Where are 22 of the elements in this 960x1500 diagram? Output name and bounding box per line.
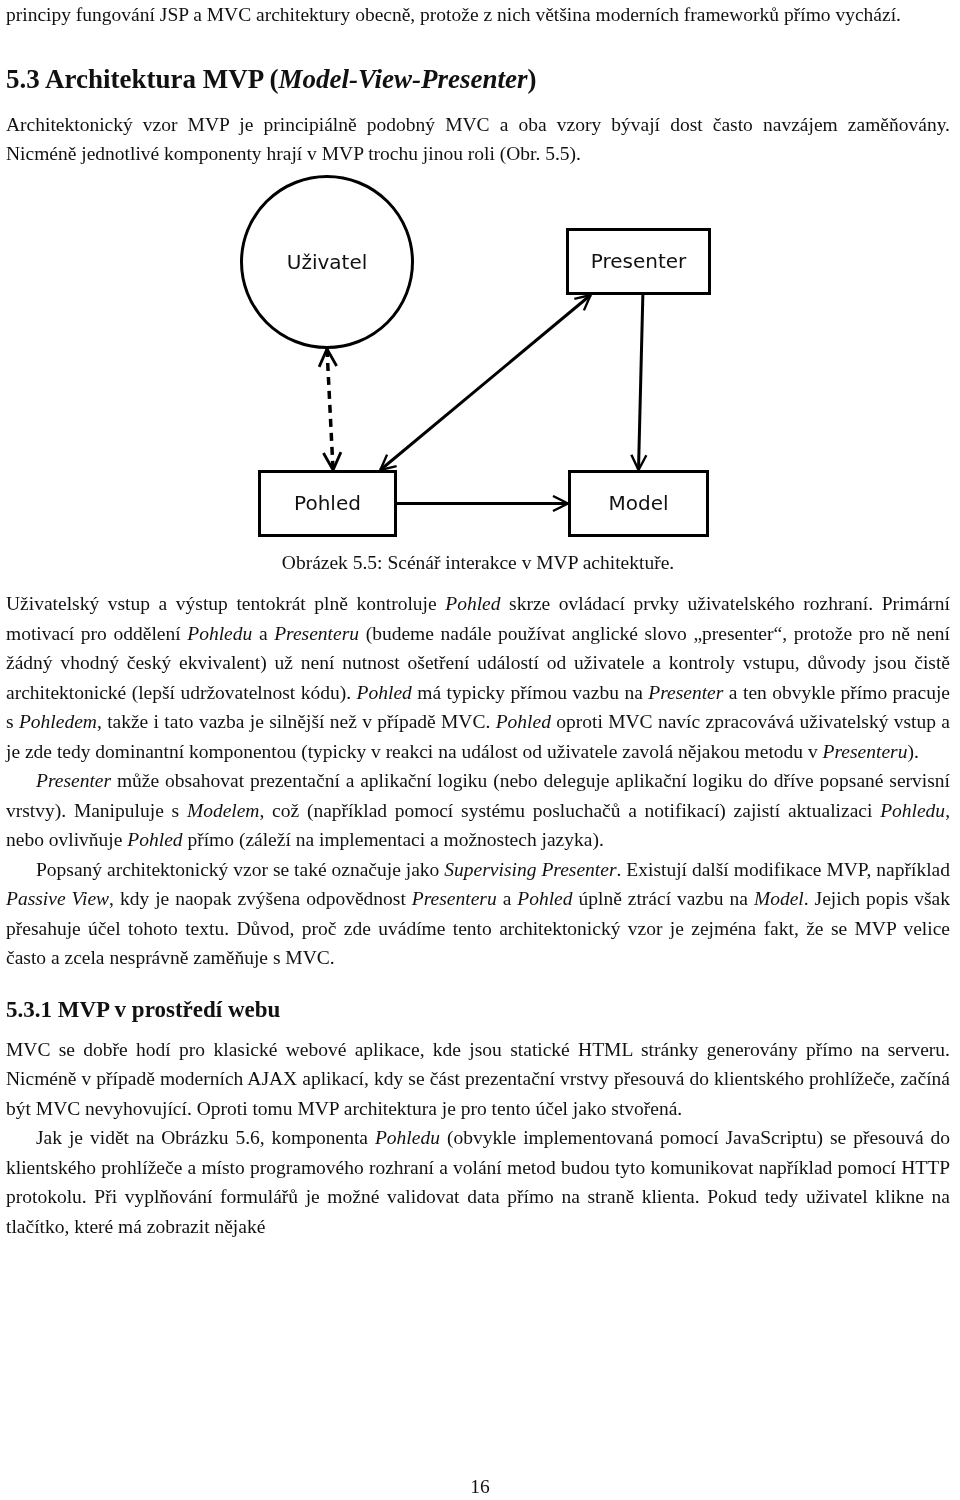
page-number: 16 bbox=[469, 1476, 491, 1498]
paragraph: Popsaný architektonický vzor se také označuje jako Supervising Presenter. Existují další modifikace MVP, například Passive View, kdy je naopak zvýšena odpovědnost Presenteru a Pohled úplně ztrácí vazbu na Model. Jejich popis však přesahuje účel tohoto textu. Důvod, proč zde uvádíme tento architektonický vzor je zejména fakt, že se MVP velice často a zcela nesprávně zaměňuje s MVC. bbox=[6, 857, 950, 970]
component-box bbox=[568, 469, 709, 537]
paragraph: Architektonický vzor MVP je principiálně podobný MVC a oba vzory bývají dost často navzájem zaměňovány. Nicméně jednotlivé komponenty hrají v MVP trochu jinou roli (Obr. 5.5). bbox=[6, 112, 950, 166]
paragraph: Jak je vidět na Obrázku 5.6, komponenta Pohledu (obvykle implementovaná pomocí JavaScriptu) se přesouvá do klientského prohlížeče a místo programového rozhraní a volání metod budou tyto komunikovat například pomocí HTTP protokolu. Při vyplňování formulářů je možné validovat data přímo na straně klienta. Pokud tedy uživatel klikne na tlačítko, které má zobrazit nějaké bbox=[6, 1126, 950, 1239]
arrow bbox=[397, 494, 570, 512]
component-box bbox=[566, 227, 711, 295]
arrow bbox=[317, 347, 343, 471]
node-label: Presenter bbox=[590, 249, 687, 273]
component-box bbox=[258, 469, 397, 537]
paragraph: Uživatelský vstup a výstup tentokrát plně kontroluje Pohled skrze ovládací prvky uživatelského rozhraní. Primární motivací pro oddělení Pohledu a Presenteru (budeme nadále používat anglické slovo „presenter“, protože pro ně není žádný vhodný český ekvivalent) už není nutnost ošetření událostí od uživatele a kontroly vstupu, důvody jsou čistě architektonické (lepší udržovatelnost kódu). Pohled má typicky přímou vazbu na Presenter a ten obvykle přímo pracuje s Pohledem, takže i tato vazba je silnější než v případě MVC. Pohled oproti MVC navíc zpracovává uživatelský vstup a je zde tedy dominantní komponentou (typicky v reakci na událost od uživatele zavolá nějakou metodu v Presenteru). bbox=[6, 592, 950, 764]
node-label: Uživatel bbox=[286, 249, 368, 274]
figure-caption: Obrázek 5.5: Scénář interakce v MVP achitektuře. bbox=[280, 550, 676, 575]
node-label: Model bbox=[608, 491, 669, 515]
section-heading: 5.3 Architektura MVP (Model-View-Presenter) bbox=[6, 62, 538, 96]
arrow bbox=[379, 293, 592, 471]
subsection-heading: 5.3.1 MVP v prostředí webu bbox=[6, 995, 282, 1024]
paragraph: Presenter může obsahovat prezentační a aplikační logiku (nebo deleguje aplikační logiku do dříve popsané servisní vrstvy). Manipuluje s Modelem, což (například pomocí systému posluchačů a notifikací) zajistí aktualizaci Pohledu, nebo ovlivňuje Pohled přímo (záleží na implementaci a možnostech jazyka). bbox=[6, 769, 950, 852]
arrow bbox=[630, 294, 648, 471]
paragraph: principy fungování JSP a MVC architektury obecně, protože z nich většina moderních frameworků přímo vychází. bbox=[6, 3, 902, 27]
paragraph: MVC se dobře hodí pro klasické webové aplikace, kde jsou statické HTML stránky generovány přímo na serveru. Nicméně v případě moderních AJAX aplikací, kdy se část prezentační vrstvy přesouvá do klientského prohlížeče, začíná být MVC nevyhovující. Oproti tomu MVP architektura je pro tento účel jako stvořená. bbox=[6, 1037, 950, 1121]
node-label: Pohled bbox=[294, 491, 361, 515]
